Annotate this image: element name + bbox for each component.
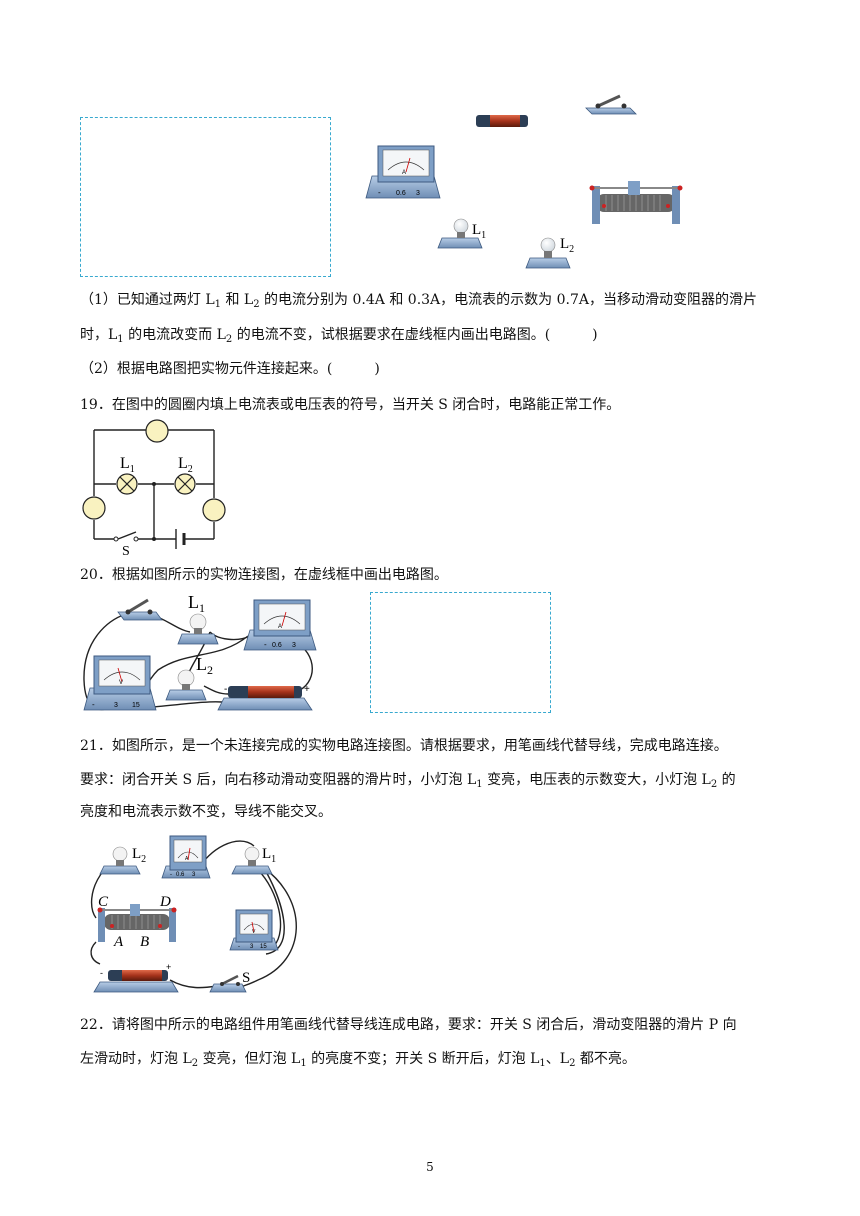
svg-text:3: 3 [292,642,296,649]
bulb-l2-icon [525,237,571,269]
q21-line3: 亮度和电流表示数不变，导线不能交叉。 [80,804,332,820]
label-l1: L1 [472,222,486,241]
meter-circle-right [202,498,226,522]
svg-text:+: + [166,962,171,972]
svg-text:0.6: 0.6 [396,190,406,197]
bulb-l1-icon [231,846,273,875]
svg-text:V: V [119,680,123,686]
q21-line2: 要求：闭合开关 S 后，向右移动滑动变阻器的滑片时，小灯泡 L1 变亮，电压表的… [80,772,736,790]
svg-text:15: 15 [260,944,267,950]
q22-line1: 22．请将图中所示的电路组件用笔画线代替导线连成电路，要求：开关 S 闭合后，滑… [80,1017,737,1033]
switch-icon [585,94,637,115]
svg-text:0.6: 0.6 [176,872,185,878]
label-d: D [159,894,171,910]
svg-text:-: - [170,872,172,878]
svg-text:3: 3 [192,872,196,878]
q18-part1-line1: （1）已知通过两灯 L1 和 L2 的电流分别为 0.4A 和 0.3A，电流表… [80,292,757,310]
q18-part1-line2: 时，L1 的电流改变而 L2 的电流不变，试根据要求在虚线框内画出电路图。( ) [80,327,598,345]
voltmeter-icon: V - 3 15 [83,655,157,711]
svg-text:-: - [378,188,381,197]
svg-text:-: - [100,968,103,978]
label-s: S [122,544,130,558]
switch-icon [117,598,163,621]
bulb-l1-icon [177,613,219,645]
lamp-l2-icon [174,473,196,495]
svg-text:3: 3 [114,702,118,709]
voltmeter-icon: V - 3 15 [229,909,279,951]
label-l1: L1 [188,592,205,615]
ammeter-icon: A - 0.6 3 [161,835,211,879]
circuit-diagram-q19: L1 L2 S [82,419,226,558]
svg-text:-: - [238,944,240,950]
label-l2: L2 [132,846,146,865]
label-b: B [140,934,149,950]
label-a: A [113,934,124,950]
label-l1: L1 [120,455,135,475]
ammeter-icon: A - 0.6 3 [243,599,317,651]
svg-text:0.6: 0.6 [272,642,282,649]
battery-icon: - + [93,962,179,993]
battery-icon: - + [217,684,313,711]
lamp-l1-icon [116,473,138,495]
bulb-l2-icon [165,669,207,701]
q19-text: 19．在图中的圆圈内填上电流表或电压表的符号，当开关 S 闭合时，电路能正常工作… [80,397,621,413]
switch-icon [209,974,247,993]
svg-text:A: A [278,624,282,630]
circuit-diagram-box-q20 [370,592,551,713]
physical-circuit-q21: L2 A - 0.6 3 L1 C D A B [90,835,297,993]
svg-text:+: + [304,684,310,695]
bulb-l2-icon [99,846,141,875]
page-number: 5 [426,1160,434,1174]
label-l2: L2 [560,236,574,255]
q20-text: 20．根据如图所示的实物连接图，在虚线框中画出电路图。 [80,567,448,583]
svg-text:3: 3 [250,944,254,950]
rheostat-icon [97,904,177,942]
svg-text:V: V [252,929,256,935]
svg-text:15: 15 [132,702,140,709]
svg-text:-: - [92,700,95,709]
label-s: S [242,970,250,986]
ammeter-icon: A - 0.6 3 [365,145,441,199]
bulb-l1-icon [437,218,483,249]
q22-line2: 左滑动时，灯泡 L2 变亮，但灯泡 L1 的亮度不变；开关 S 断开后，灯泡 L… [80,1051,636,1069]
label-c: C [98,894,109,910]
svg-text:-: - [264,640,267,649]
label-l2: L2 [178,455,193,475]
label-l1: L1 [262,846,276,865]
svg-text:A: A [402,170,406,176]
rheostat-icon [589,181,683,224]
components-figure-q18: A - 0.6 3 L1 L2 [365,94,683,269]
q21-line1: 21．如图所示，是一个未连接完成的实物电路连接图。请根据要求，用笔画线代替导线，… [80,738,728,754]
circuit-diagram-box-q18 [80,117,331,277]
q18-part2: （2）根据电路图把实物元件连接起来。( ) [80,361,380,377]
meter-circle-left [82,496,106,520]
meter-circle-top [145,419,169,443]
svg-text:-: - [224,684,227,695]
physical-circuit-q20: L1 A - 0.6 3 V - 3 15 L2 - + [83,592,317,711]
label-l2: L2 [196,654,213,677]
battery-icon [476,115,528,127]
svg-text:A: A [185,856,189,862]
svg-text:3: 3 [416,190,420,197]
